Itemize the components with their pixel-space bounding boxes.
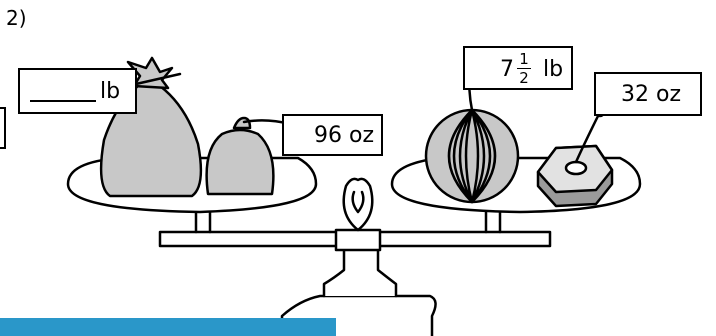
left-pan-stem: [196, 212, 210, 232]
hex-nut-weight: [538, 108, 612, 206]
fraction-denominator: 2: [517, 69, 531, 87]
sack-weight-unit: lb: [100, 81, 120, 103]
scale-pivot-ornament: [344, 179, 373, 230]
answer-bar: [0, 318, 336, 336]
melon-weight-label: 7 1 2 lb: [463, 46, 573, 90]
partial-label-box: [0, 107, 6, 149]
melon-weight-unit: lb: [543, 59, 563, 81]
hex-weight-label: 32 oz: [594, 72, 702, 116]
melon-weight-fraction: 1 2: [517, 50, 531, 87]
bell-weight: [207, 130, 274, 194]
fraction-numerator: 1: [517, 50, 531, 69]
scale-column: [324, 248, 396, 296]
bell-weight-value: 96 oz: [314, 125, 374, 147]
right-pan-stem: [486, 212, 500, 232]
answer-blank-line[interactable]: [30, 100, 96, 102]
scale-pivot-block: [336, 230, 380, 250]
problem-number: 2): [6, 6, 27, 30]
hex-weight-value: 32 oz: [621, 84, 681, 106]
sack-weight-label: lb: [18, 68, 137, 114]
melon-weight-whole: 7: [500, 59, 514, 81]
bell-weight-label: 96 oz: [282, 114, 383, 156]
